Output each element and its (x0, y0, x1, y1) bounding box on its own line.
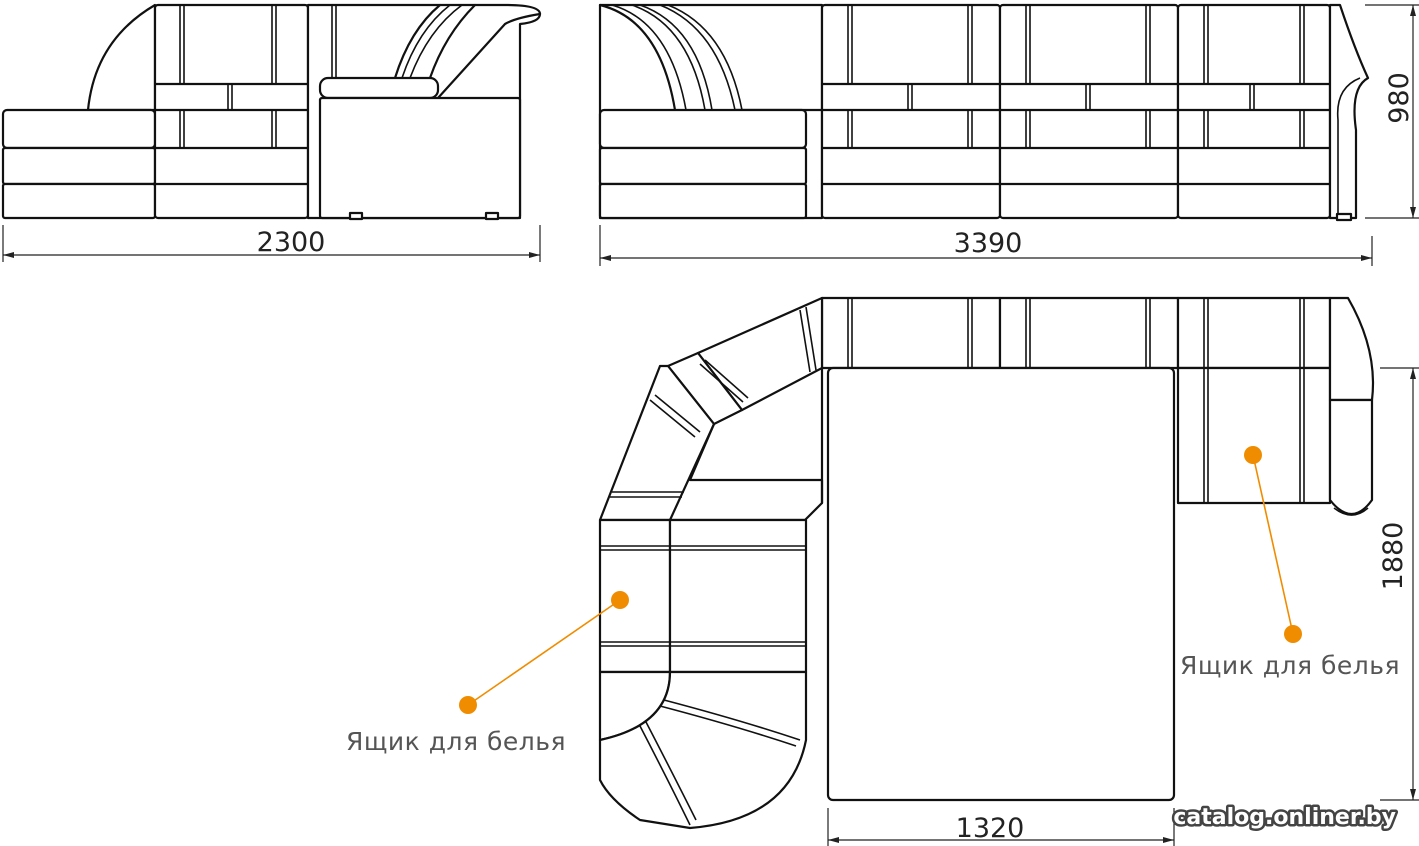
callout-dot (1244, 446, 1262, 464)
dimension-1880-label: 1880 (1378, 522, 1409, 591)
front-view (598, 3, 1370, 222)
dimension-2300-label: 2300 (257, 227, 326, 258)
height-dimension-980: 980 (1365, 4, 1419, 219)
storage-box-label-left: Ящик для белья (346, 727, 566, 756)
storage-callout-left: Ящик для белья (346, 591, 629, 756)
width-dimension-3390: 3390 (599, 225, 1373, 266)
watermark: catalog.onliner.by (1173, 805, 1396, 830)
callout-dot (1284, 625, 1302, 643)
storage-callout-right: Ящик для белья (1180, 446, 1400, 680)
callout-dot (611, 591, 629, 609)
width-dimension-2300: 2300 (2, 225, 541, 262)
dimension-3390-label: 3390 (954, 228, 1023, 259)
top-view (598, 296, 1375, 830)
storage-box-label-right: Ящик для белья (1180, 651, 1400, 680)
side-view (1, 3, 542, 221)
callout-dot (459, 696, 477, 714)
depth-dimension-1880: 1880 (1378, 367, 1419, 801)
dimension-980-label: 980 (1384, 72, 1415, 124)
berth-dimension-1320: 1320 (827, 808, 1175, 846)
dimension-1320-label: 1320 (956, 813, 1025, 844)
